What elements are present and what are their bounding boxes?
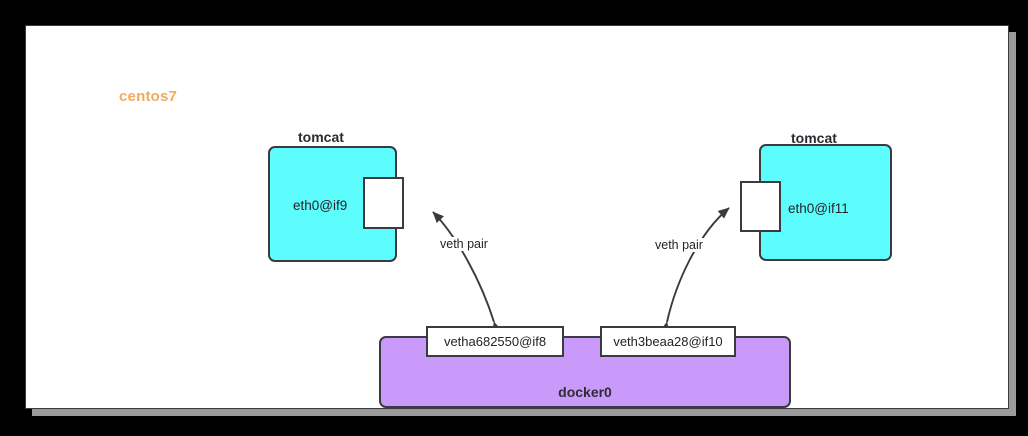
veth-pair-label-left: veth pair (439, 237, 489, 251)
veth-pair-label-right: veth pair (654, 238, 704, 252)
veth-pair-edge-right (659, 207, 730, 334)
container-interface-label-left: eth0@if9 (293, 198, 348, 213)
diagram-panel: centos7 tomcat eth0@if9 tomcat eth0@if11… (25, 25, 1009, 409)
container-interface-label-right: eth0@if11 (788, 201, 849, 216)
host-label: centos7 (119, 88, 178, 105)
container-title-right: tomcat (791, 130, 837, 146)
container-box-right (759, 144, 892, 261)
veth-pair-edge-left (432, 211, 502, 334)
bridge-veth-box-left: vetha682550@if8 (426, 326, 564, 357)
bridge-veth-box-right: veth3beaa28@if10 (600, 326, 736, 357)
docker0-bridge-label: docker0 (558, 384, 612, 400)
container-title-left: tomcat (298, 129, 344, 145)
nic-port-left (363, 177, 404, 229)
nic-port-right (740, 181, 781, 232)
